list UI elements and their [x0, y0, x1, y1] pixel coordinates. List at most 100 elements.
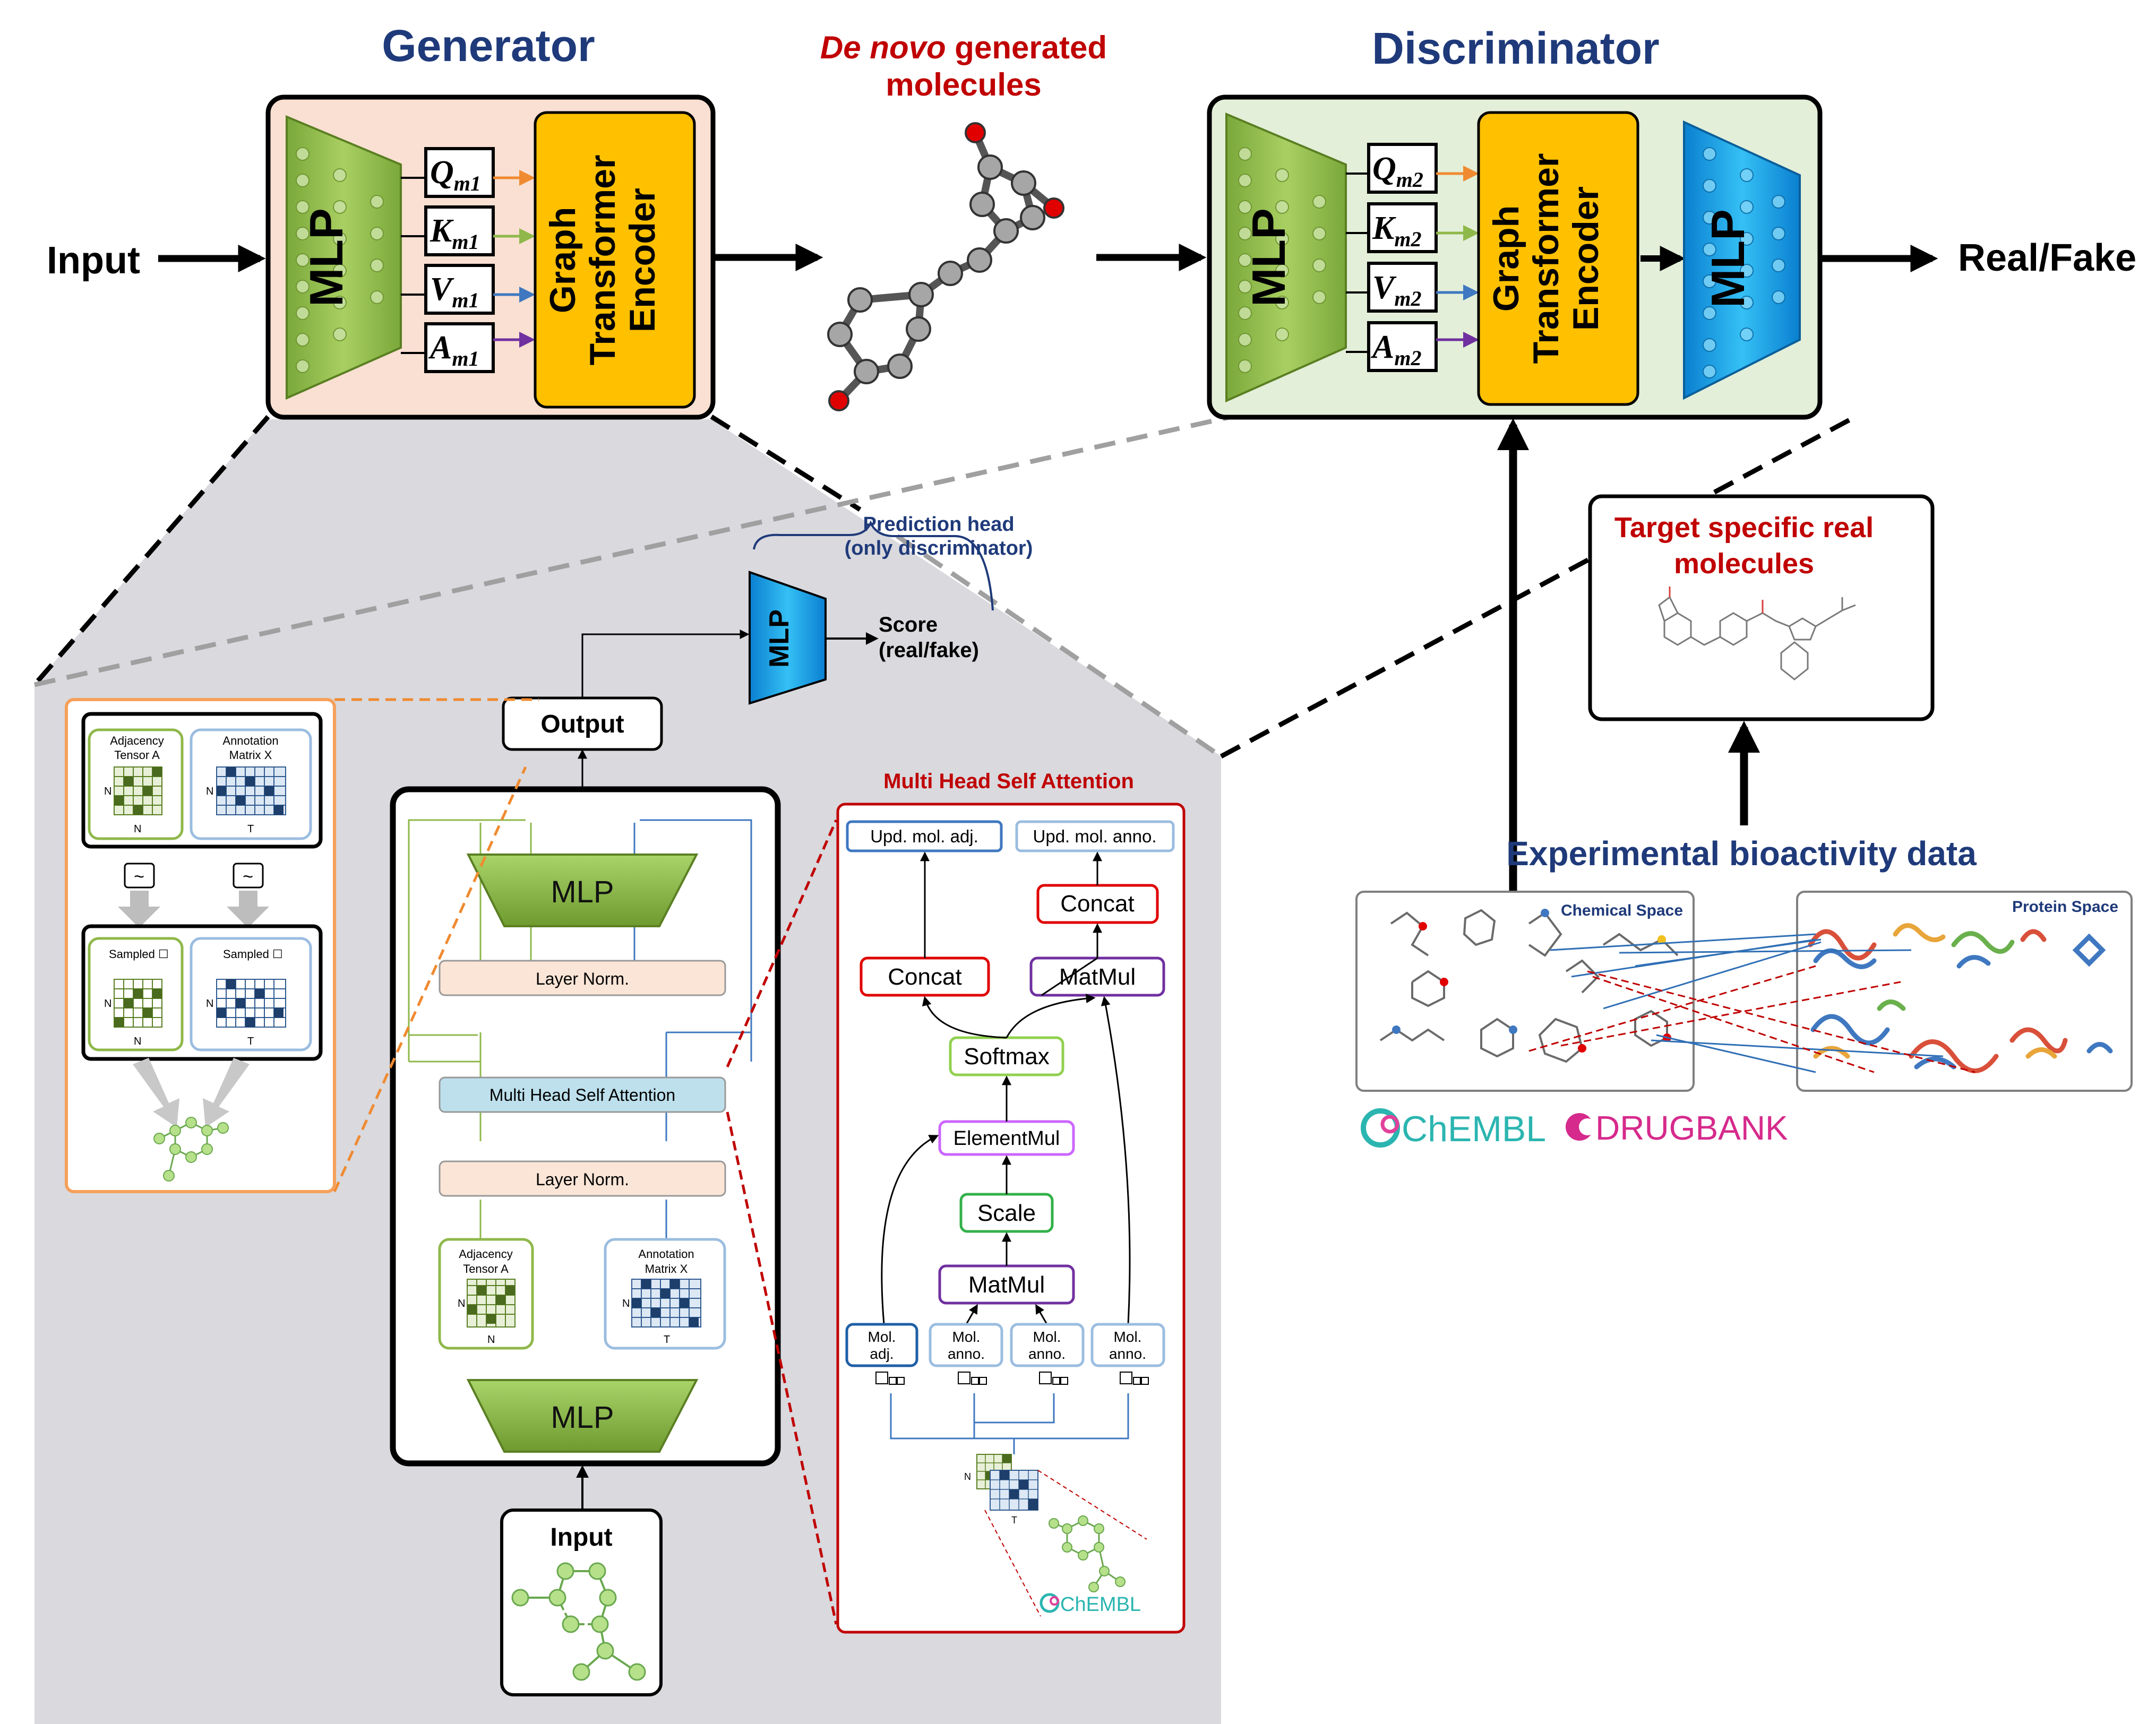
discriminator-title: Discriminator: [1372, 23, 1660, 73]
generated-molecule: [827, 122, 1064, 411]
svg-text:Graph: Graph: [1486, 205, 1526, 312]
gen-q-label: Q: [430, 154, 454, 191]
gen-a-label: A: [428, 330, 452, 366]
disc-a-label: A: [1370, 329, 1394, 365]
mhsa-top-outputs: Upd. mol. adj. Upd. mol. anno.: [846, 820, 1175, 852]
mhsa-block: [439, 1076, 726, 1113]
svg-text:N: N: [458, 1298, 465, 1309]
svg-text:adj.: adj.: [870, 1346, 894, 1362]
block-mlp-bottom: MLP: [466, 1379, 699, 1453]
svg-text:anno.: anno.: [1028, 1346, 1066, 1362]
target-box: [1588, 494, 1935, 721]
disc-v-sub: m2: [1394, 287, 1421, 311]
sampling-gray-arrows: [118, 891, 269, 928]
svg-text:Adjacency: Adjacency: [459, 1247, 513, 1261]
mhsa-arrows: [881, 851, 1131, 1325]
sampling-annotation: Annotation Matrix X N T: [190, 728, 312, 840]
input-graph: [511, 1562, 646, 1681]
sampling-tilde-ops: ~ ~: [124, 863, 264, 889]
svg-text:T: T: [247, 823, 254, 835]
zoom-dashed-lines: [32, 414, 1857, 758]
output-to-prediction-line: [581, 630, 750, 698]
generator-qkva: Qm1 Km1 Vm1 Am1: [401, 147, 535, 373]
svg-text:Sampled ☐: Sampled ☐: [109, 947, 169, 961]
score-label-line1: Score: [879, 613, 938, 636]
gen-v-label: V: [430, 271, 454, 307]
svg-text:N: N: [104, 998, 111, 1010]
svg-text:Scale: Scale: [977, 1200, 1036, 1226]
denovo-title-line2: molecules: [886, 67, 1041, 102]
svg-text:Matrix X: Matrix X: [229, 748, 272, 762]
detail-input-label: Input: [550, 1523, 612, 1551]
disc-v-label: V: [1372, 270, 1397, 306]
discriminator-output-mlp: MLP: [1683, 120, 1801, 400]
prediction-mlp: MLP: [749, 571, 827, 705]
svg-text:N: N: [206, 786, 213, 797]
svg-text:Transformer: Transformer: [1526, 153, 1566, 364]
prediction-mlp-label: MLP: [764, 609, 795, 668]
mhsa-graph: [1049, 1515, 1126, 1592]
svg-text:anno.: anno.: [948, 1346, 985, 1362]
discriminator-encoder: [1477, 111, 1639, 406]
block-mlp-top: MLP: [466, 854, 699, 927]
mhsa-zoom-lines: [984, 1470, 1147, 1617]
svg-text:Softmax: Softmax: [964, 1044, 1049, 1070]
svg-text:Sampled ☐: Sampled ☐: [223, 947, 283, 961]
disc-q-sub: m2: [1396, 168, 1423, 192]
generator-title: Generator: [382, 21, 595, 71]
svg-text:Adjacency: Adjacency: [110, 734, 164, 747]
layer-norm-bottom: [439, 1160, 726, 1197]
chemical-space-label: Chemical Space: [1561, 902, 1683, 919]
disc-a-sub: m2: [1394, 346, 1421, 370]
svg-text:N: N: [622, 1298, 630, 1309]
denovo-title: De novo generated: [820, 30, 1107, 65]
svg-text:MatMul: MatMul: [968, 1272, 1045, 1298]
svg-text:N: N: [104, 786, 111, 797]
block-mlp-bottom-label: MLP: [551, 1400, 614, 1435]
svg-text:Concat: Concat: [888, 964, 961, 990]
mhsa-inputs: Mol. adj. Mol. anno. Mol. anno. Mol. ann…: [845, 1323, 1165, 1367]
svg-text:Concat: Concat: [1060, 891, 1134, 917]
svg-text:N: N: [487, 1334, 495, 1346]
svg-text:Km2: Km2: [1372, 210, 1421, 251]
svg-text:Vm1: Vm1: [430, 271, 479, 312]
mhsa-weight-squares: [875, 1372, 1149, 1385]
svg-text:Mol.: Mol.: [1114, 1329, 1142, 1345]
mhsa-connector: [726, 819, 838, 1625]
svg-text:Am1: Am1: [428, 330, 479, 370]
drugbank-logo: DRUGBANK: [1566, 1109, 1788, 1147]
discriminator-mlp: MLP: [1225, 112, 1347, 403]
svg-text:Upd. mol. anno.: Upd. mol. anno.: [1033, 826, 1157, 846]
mhsa-input-fanout: [890, 1393, 1129, 1454]
block-mlp-top-label: MLP: [551, 875, 614, 909]
chemical-space-atoms: [1392, 909, 1671, 1053]
svg-text:MatMul: MatMul: [1059, 964, 1136, 990]
svg-text:N: N: [964, 1471, 971, 1482]
gen-a-sub: m1: [452, 347, 479, 370]
mhsa-block-label: Multi Head Self Attention: [489, 1085, 675, 1105]
svg-text:Graph: Graph: [543, 207, 583, 313]
svg-text:Upd. mol. adj.: Upd. mol. adj.: [870, 826, 978, 846]
svg-text:Annotation: Annotation: [222, 734, 278, 747]
disc-k-label: K: [1372, 210, 1396, 246]
block-annotation-matrix: Annotation Matrix X N T: [604, 1238, 726, 1350]
svg-text:~: ~: [243, 867, 253, 887]
svg-text:Tensor A: Tensor A: [463, 1262, 509, 1275]
svg-text:T: T: [1011, 1515, 1017, 1525]
generator-mlp-label: MLP: [300, 208, 353, 307]
sampling-connector: [333, 698, 539, 1193]
input-label: Input: [47, 239, 140, 282]
svg-text:Vm2: Vm2: [1372, 270, 1421, 311]
svg-text:Annotation: Annotation: [638, 1247, 694, 1261]
target-molecule: [1658, 587, 1856, 680]
generator-encoder: [534, 111, 696, 409]
svg-text:Encoder: Encoder: [622, 188, 663, 332]
score-label-line2: (real/fake): [879, 639, 979, 662]
mhsa-ops: Concat Concat MatMul Softmax ElementMul …: [860, 884, 1165, 1305]
detail-input-box: [500, 1508, 663, 1696]
svg-text:N: N: [134, 1036, 141, 1047]
discriminator-output-mlp-label: MLP: [1702, 209, 1754, 308]
svg-text:Qm1: Qm1: [430, 154, 481, 195]
svg-text:N: N: [134, 823, 141, 835]
